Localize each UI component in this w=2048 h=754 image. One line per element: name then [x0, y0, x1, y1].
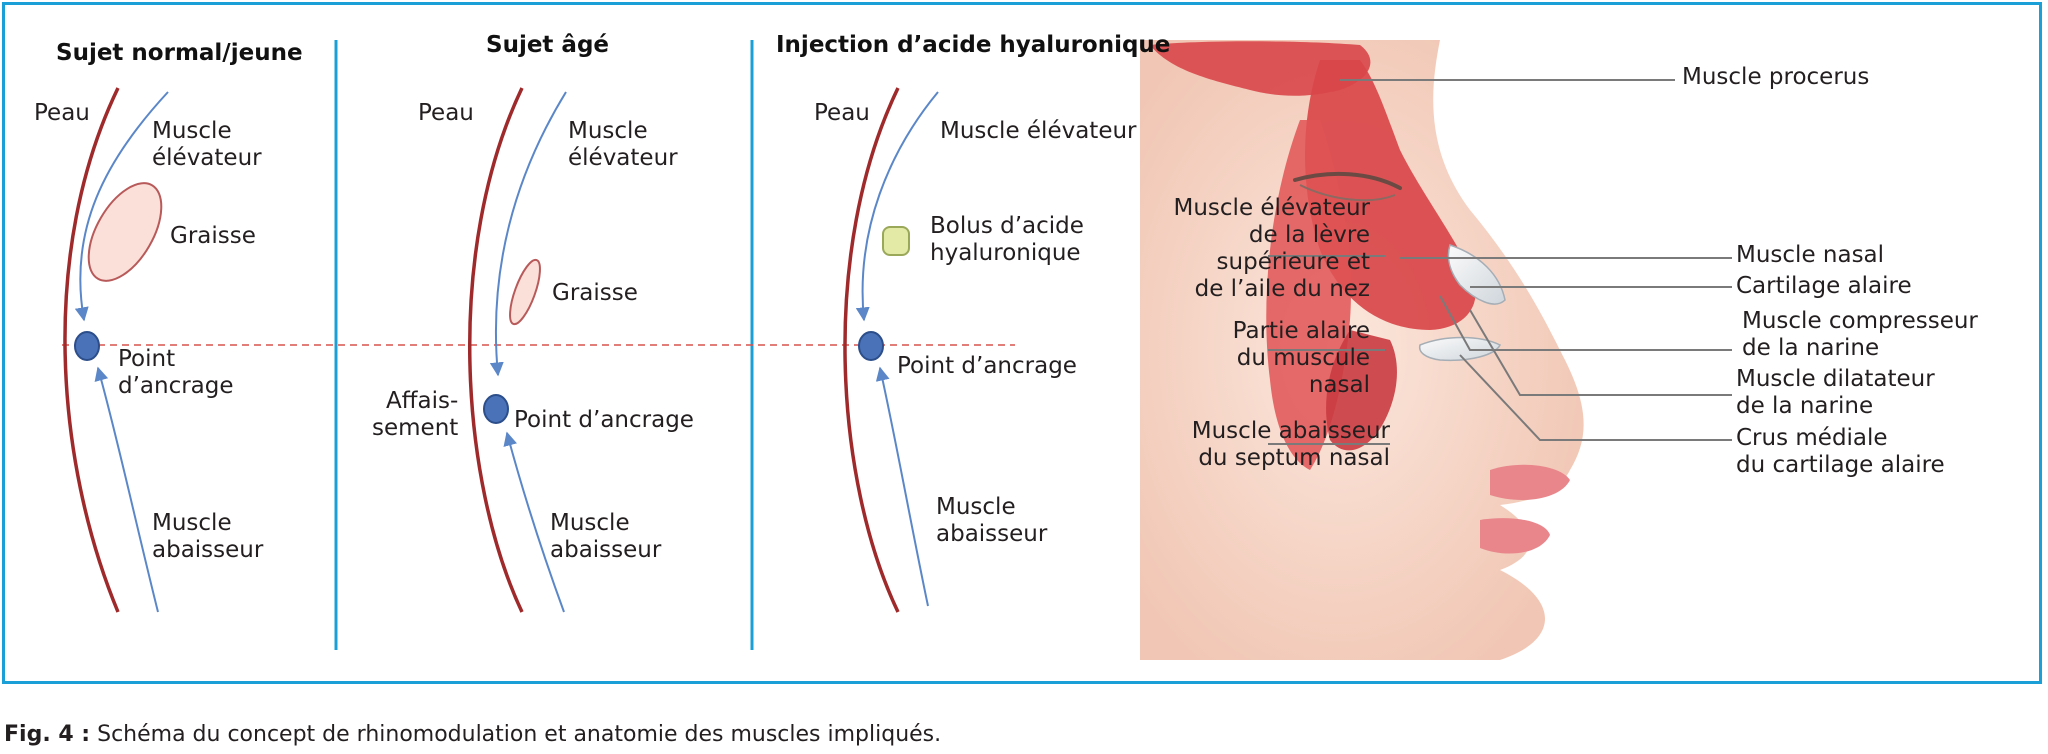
anchor-point [74, 331, 100, 361]
label-graisse: Graisse [552, 280, 638, 306]
label-muscle-elevateur: Muscle élévateur [568, 118, 678, 171]
panel-title-age: Sujet âgé [486, 32, 610, 58]
leader-compresseur [1439, 295, 1732, 351]
depressor-muscle-arrow [94, 366, 159, 613]
label-muscle-abaisseur: Muscle abaisseur [936, 494, 1048, 547]
label-crus: Crus médiale du cartilage alaire [1736, 425, 1945, 478]
label-point-ancrage: Point d’ancrage [514, 407, 694, 433]
depressor-muscle-arrow [503, 431, 565, 613]
depressor-septi-muscle [1326, 330, 1397, 451]
figure-frame [2, 2, 2042, 684]
label-nasal: Muscle nasal [1736, 242, 1885, 268]
upper-lip [1490, 464, 1570, 500]
anchor-point [858, 331, 884, 361]
depressor-muscle-arrow [875, 366, 929, 607]
eyelash [1299, 184, 1396, 202]
eyelid [1293, 171, 1402, 190]
skin-line [63, 87, 120, 613]
leader-dilatateur [1469, 309, 1732, 396]
skin-line [468, 87, 524, 613]
elevator-muscle-arrow [74, 91, 169, 322]
elevator-muscle-arrow [489, 91, 567, 377]
fat-pad [87, 182, 163, 282]
label-dilatateur: Muscle dilatateur de la narine [1736, 366, 1935, 419]
label-cartilage-alaire: Cartilage alaire [1736, 273, 1912, 299]
hyaluronic-bolus [882, 226, 910, 256]
lower-lip [1480, 518, 1550, 554]
label-point-ancrage: Point d’ancrage [897, 353, 1077, 379]
fat-pad [509, 258, 541, 326]
anchor-point [483, 394, 509, 424]
panel-title-normal: Sujet normal/jeune [56, 40, 303, 66]
label-muscle-abaisseur: Muscle abaisseur [550, 510, 662, 563]
label-muscle-elevateur: Muscle élévateur [940, 118, 1137, 144]
elevator-muscle-arrow [855, 91, 939, 322]
label-procerus: Muscle procerus [1682, 64, 1870, 90]
label-muscle-elevateur: Muscle élévateur [152, 118, 262, 171]
label-peau: Peau [34, 100, 90, 126]
skin-line [843, 87, 900, 613]
leader-lines [1268, 79, 1732, 445]
panel-title-injection: Injection d’acide hyaluronique [776, 32, 1171, 58]
caption-text: Schéma du concept de rhinomodulation et … [90, 722, 942, 747]
figure-caption: Fig. 4 : Schéma du concept de rhinomodul… [4, 722, 941, 747]
label-graisse: Graisse [170, 223, 256, 249]
medial-crus-cartilage [1418, 336, 1502, 362]
label-muscle-abaisseur: Muscle abaisseur [152, 510, 264, 563]
label-affaissement: Affais- sement [372, 388, 459, 441]
alar-cartilage [1447, 244, 1506, 305]
label-partie-alaire: Partie alaire du muscule nasal [1232, 318, 1370, 398]
label-compresseur: Muscle compresseur de la narine [1742, 308, 1978, 361]
label-elevateur-levre: Muscle élévateur de la lèvre supérieure … [1173, 195, 1371, 302]
leader-crus [1459, 354, 1732, 441]
label-point-ancrage: Point d’ancrage [118, 346, 234, 399]
label-abaisseur-septum: Muscle abaisseur du septum nasal [1191, 418, 1390, 471]
caption-label: Fig. 4 : [4, 722, 91, 747]
label-peau: Peau [418, 100, 474, 126]
label-bolus: Bolus d’acide hyaluronique [930, 213, 1084, 266]
label-peau: Peau [814, 100, 870, 126]
